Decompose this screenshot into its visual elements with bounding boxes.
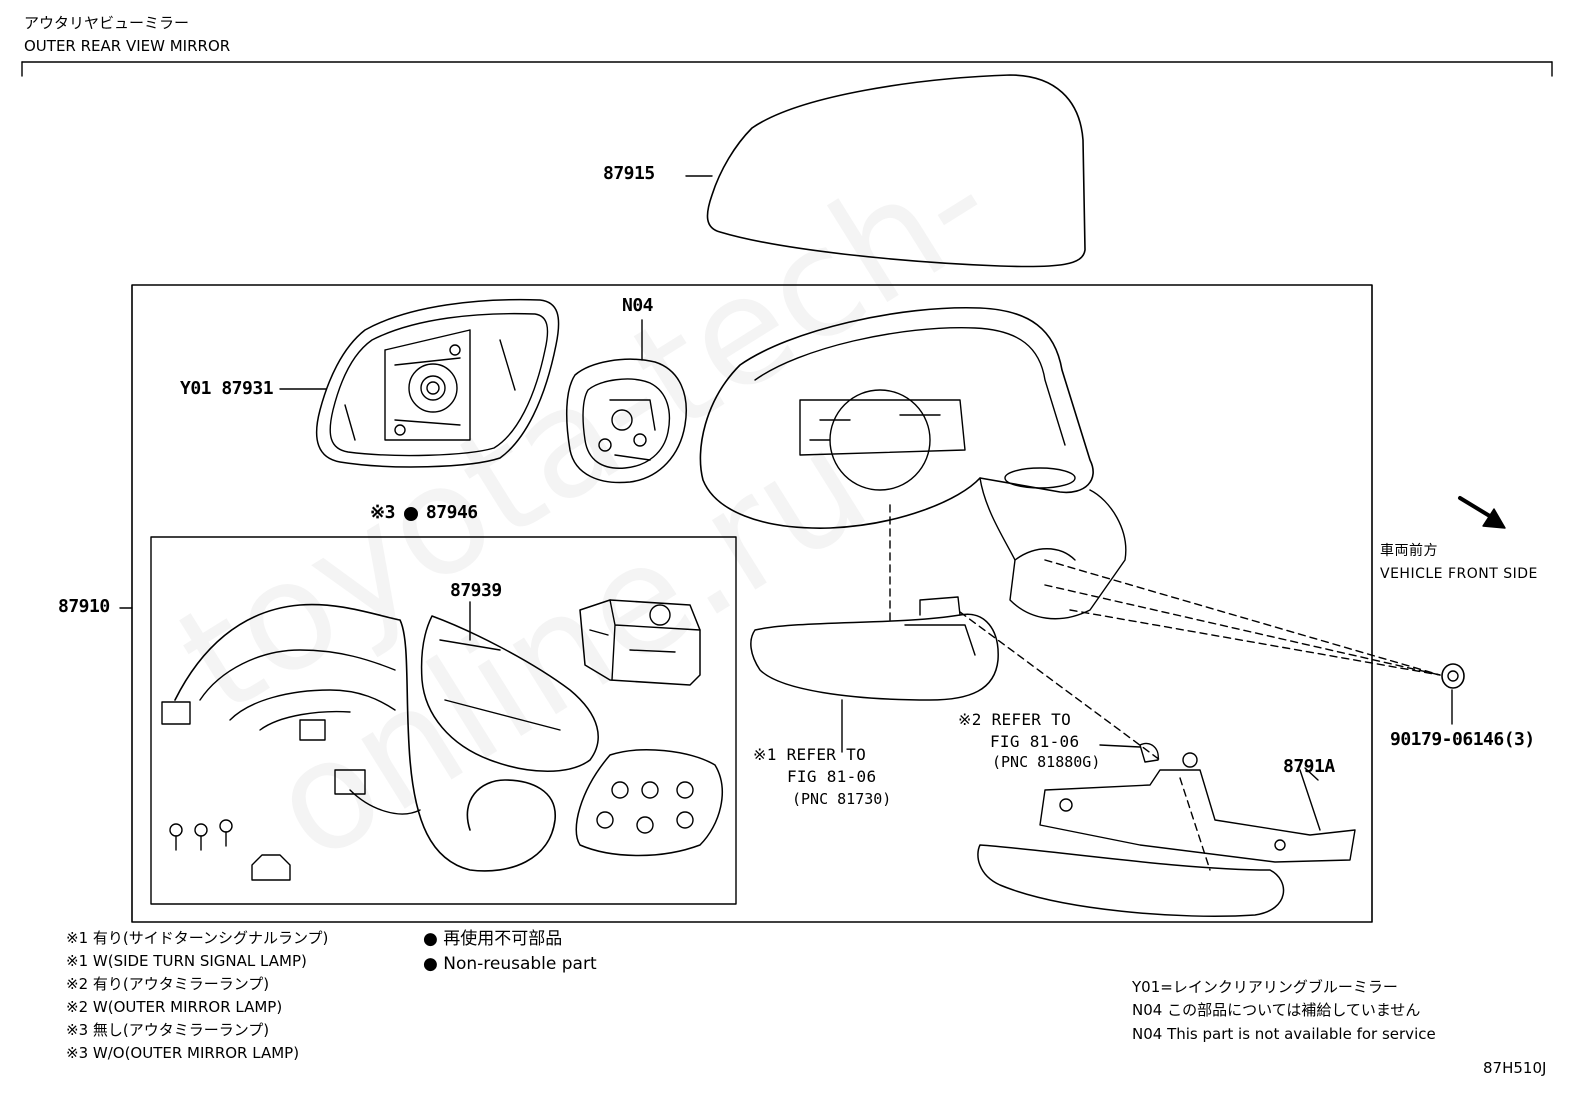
assembly-frame [131,284,1373,923]
heater-plate-part [575,749,723,857]
reference-1-line2[interactable]: FIG 81-06 [787,767,877,786]
note-1-en: ※1 W(SIDE TURN SIGNAL LAMP) [66,952,307,970]
mirror-motor-part [565,319,687,484]
note-2-jp: ※2 有り(アウタミラーランプ) [66,975,270,993]
lamp-bulb-part [1099,742,1198,768]
part-label-wire-kit: ※3 ● 87946 [370,502,478,523]
clip-part [1441,663,1465,725]
actuator-part [579,599,701,686]
title-japanese: アウタリヤビューミラー [24,14,190,32]
vehicle-front-japanese: 車両前方 [1380,543,1438,559]
vehicle-front-english: VEHICLE FRONT SIDE [1380,566,1538,582]
vehicle-front-arrow-icon [1458,496,1506,529]
mirror-glass-part [279,298,560,468]
wire-kit-frame [150,536,737,905]
part-label-motor: N04 [622,295,654,316]
part-label-lamp-unit: 8791A [1283,756,1335,777]
part-label-mirror-glass: Y01 87931 [180,378,274,399]
reference-1-line3[interactable]: (PNC 81730) [792,790,892,808]
reference-2-line2[interactable]: FIG 81-06 [990,732,1080,751]
note-1-jp: ※1 有り(サイドターンシグナルランプ) [66,929,329,947]
diagram-code: 87H510J [1483,1059,1547,1077]
mirror-lamp-unit-part [977,767,1356,917]
part-label-housing-cover: 87939 [450,580,502,601]
mirror-housing-part [699,306,1127,620]
title-english: OUTER REAR VIEW MIRROR [24,37,231,55]
mirror-cover-part [685,74,1086,268]
note-2-en: ※2 W(OUTER MIRROR LAMP) [66,998,283,1016]
part-label-cover: 87915 [603,163,655,184]
wire-harness-part [161,603,556,872]
reference-2-line3[interactable]: (PNC 81880G) [992,753,1101,771]
note-3-jp: ※3 無し(アウタミラーランプ) [66,1021,270,1039]
header-bracket [21,61,1553,77]
non-reusable-dot-icon [404,507,418,521]
footnote-n04-jp: N04 この部品については補給していません [1132,1001,1421,1019]
housing-cover-part [420,601,599,772]
turn-signal-lamp-part [750,596,999,753]
screws-part [169,819,291,881]
footnote-y01: Y01=レインクリアリングブルーミラー [1132,978,1398,996]
reference-1-line1[interactable]: ※1 REFER TO [753,745,867,764]
part-label-clip: 90179-06146(3) [1390,729,1535,750]
reference-2-line1[interactable]: ※2 REFER TO [958,710,1072,729]
part-label-assembly: 87910 [58,596,110,617]
legend-non-reusable-en: ● Non-reusable part [423,954,597,974]
legend-non-reusable-jp: ● 再使用不可部品 [423,929,563,949]
footnote-n04-en: N04 This part is not available for servi… [1132,1025,1436,1043]
note-3-en: ※3 W/O(OUTER MIRROR LAMP) [66,1044,300,1062]
assembly-dashed-lines [889,504,1441,871]
